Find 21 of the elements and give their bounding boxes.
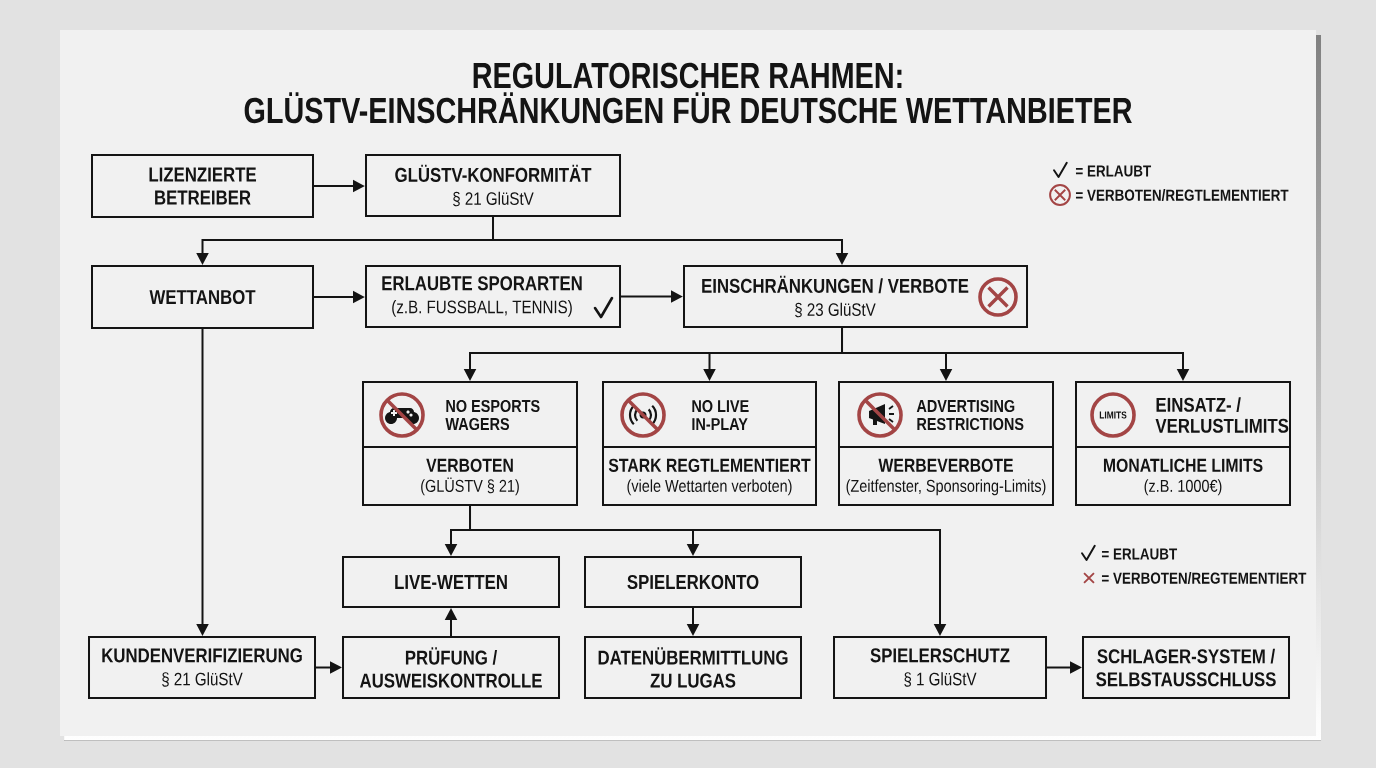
- legend-text: = ERLAUBT: [1101, 548, 1178, 560]
- process-box: SPIELERKONTO: [584, 556, 802, 608]
- process-box: WETTANBOT: [91, 265, 314, 329]
- legend-text: = ERLAUBT: [1075, 165, 1152, 177]
- legend-text: = VERBOTEN/REGTEMENTIERT: [1101, 572, 1307, 584]
- process-box: LIVE-WETTEN: [342, 556, 560, 608]
- title: REGULATORISCHER RAHMEN: GLÜSTV-EINSCHRÄNKUNGEN FÜR DEUTSCHE WETTANBIETER: [244, 62, 1132, 124]
- process-box: DATENÜBERMITTLUNG ZU LUGAS: [584, 636, 802, 699]
- process-box: PRÜFUNG / AUSWEISKONTROLLE: [342, 636, 560, 699]
- process-box: ERLAUBTE SPORARTEN (z.B. FUSSBALL, TENNIS): [365, 265, 621, 328]
- process-box: EINSCHRÄNKUNGEN / VERBOTE § 23 GlüStV: [683, 265, 1028, 328]
- info-card: NO LIVE IN-PLAY STARK REGTLEMENTIERT (viele Wettarten verboten): [602, 381, 817, 506]
- process-box: KUNDENVERIFIZIERUNG § 21 GlüStV: [88, 636, 316, 699]
- process-box: SPIELERSCHUTZ § 1 GlüStV: [833, 636, 1047, 699]
- process-box: GLÜSTV-KONFORMITÄT § 21 GlüStV: [365, 154, 621, 217]
- limits-badge: LIMITS: [1090, 392, 1136, 438]
- legend-text: = VERBOTEN/REGTLEMENTIERT: [1075, 189, 1289, 201]
- info-card: ADVERTISING RESTRICTIONS WERBEVERBOTE (Zeitfenster, Sponsoring-Limits): [838, 381, 1054, 506]
- info-card: NO ESPORTS WAGERS VERBOTEN (GLÜSTV § 21): [362, 381, 578, 506]
- process-box: LIZENZIERTE BETREIBER: [91, 154, 314, 218]
- process-box: SCHLAGER-SYSTEM / SELBSTAUSSCHLUSS: [1082, 636, 1290, 699]
